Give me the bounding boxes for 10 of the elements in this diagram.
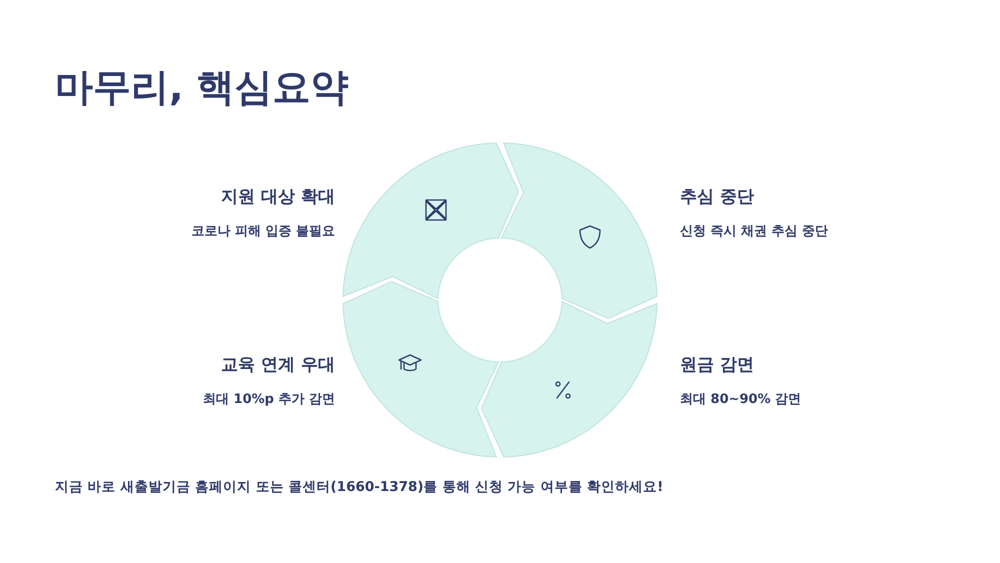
item-description: 코로나 피해 입증 불필요	[191, 223, 335, 241]
item-heading: 추심 중단	[680, 186, 754, 208]
item-description: 최대 80~90% 감면	[680, 391, 802, 409]
item-heading: 교육 연계 우대	[221, 354, 335, 376]
footer-note: 지금 바로 새출발기금 홈페이지 또는 콜센터(1660-1378)를 통해 신청 가능 여부를 확인하세요!	[55, 478, 664, 496]
item-description: 신청 즉시 채권 추심 중단	[680, 223, 828, 241]
item-heading: 지원 대상 확대	[221, 186, 335, 208]
item-heading: 원금 감면	[680, 354, 754, 376]
title: 마무리, 핵심요약	[55, 64, 349, 111]
item-description: 최대 10%p 추가 감면	[203, 391, 335, 409]
